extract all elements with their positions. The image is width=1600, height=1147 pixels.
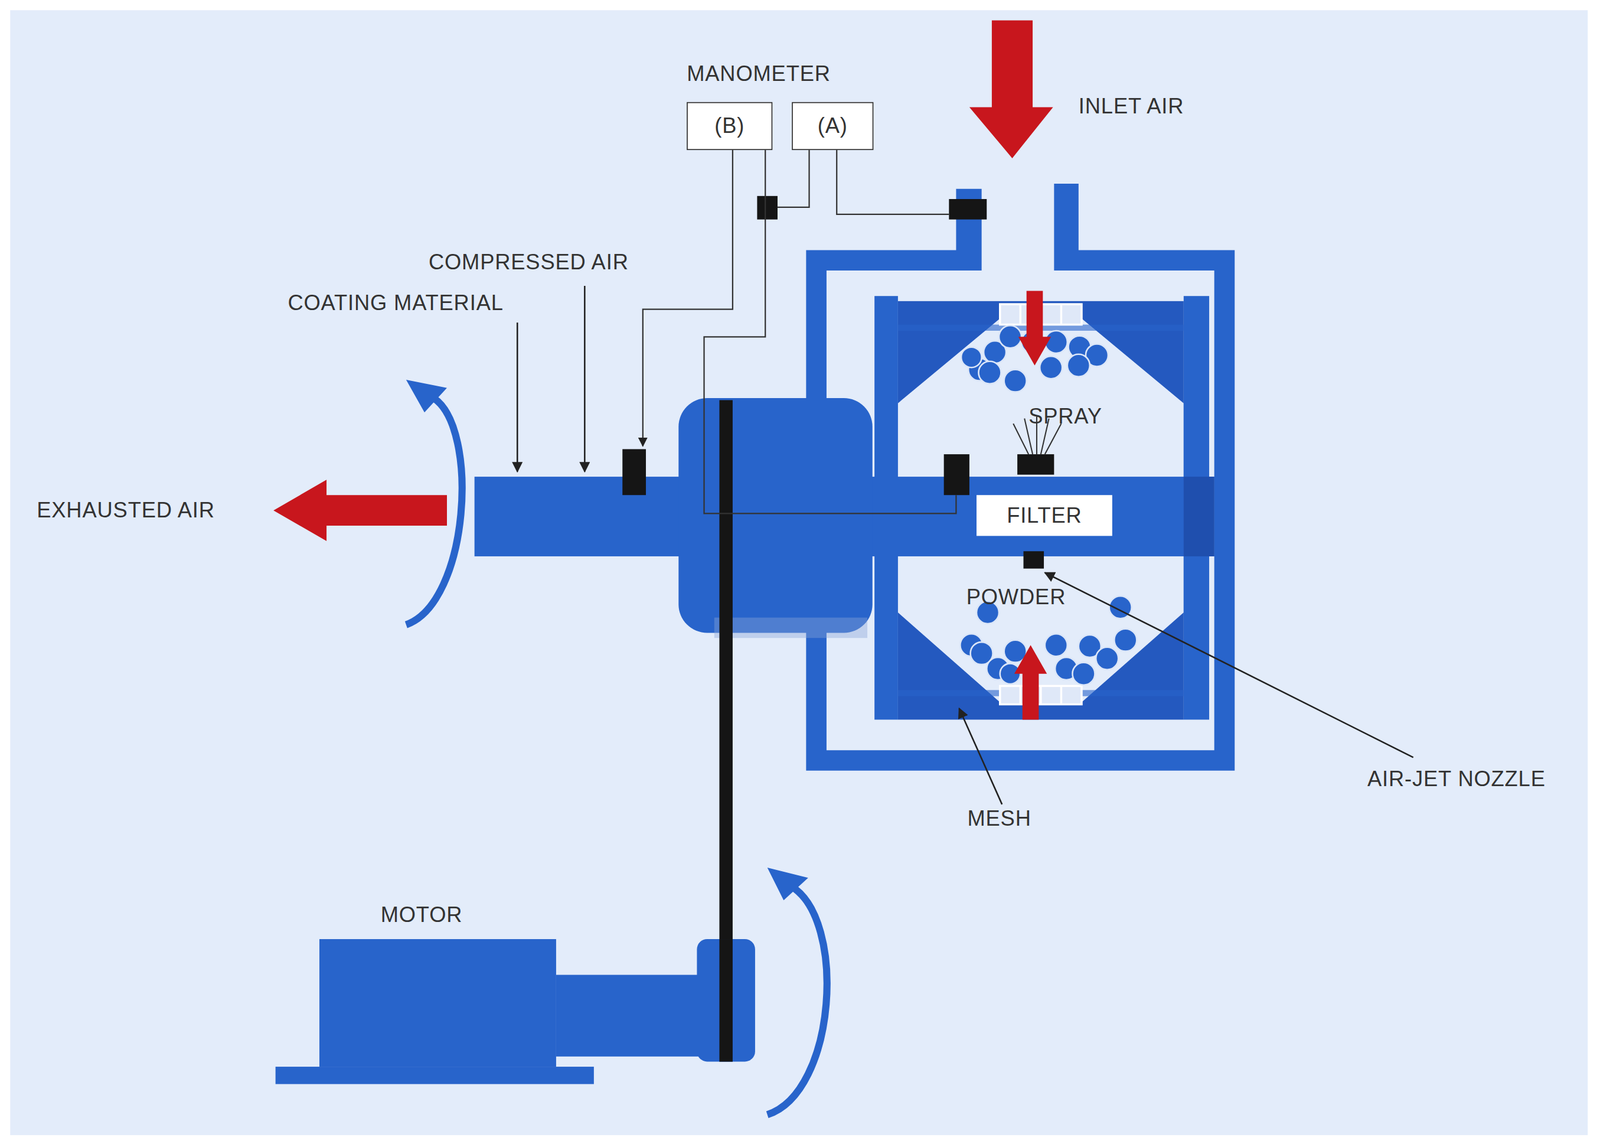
flow-label: EXHAUSTED AIR: [36, 497, 215, 523]
box-text: FILTER: [1006, 503, 1083, 528]
manometer-box: (B): [686, 102, 773, 150]
component-label: SPRAY: [1028, 403, 1103, 429]
component-label: POWDER: [966, 584, 1067, 610]
component-label: MESH: [967, 805, 1031, 831]
filter-box: FILTER: [976, 494, 1113, 536]
box-text: (B): [714, 113, 745, 139]
manometer-box: (A): [791, 102, 874, 150]
box-text: (A): [817, 113, 848, 139]
box-text: MOTOR: [380, 902, 463, 927]
flow-label: COMPRESSED AIR: [428, 249, 629, 275]
component-label: MANOMETER: [686, 61, 831, 87]
flow-label: COATING MATERIAL: [287, 291, 504, 316]
component-label: AIR-JET NOZZLE: [1367, 766, 1546, 792]
motor-box: MOTOR: [319, 938, 557, 1067]
flow-label: INLET AIR: [1078, 93, 1185, 119]
